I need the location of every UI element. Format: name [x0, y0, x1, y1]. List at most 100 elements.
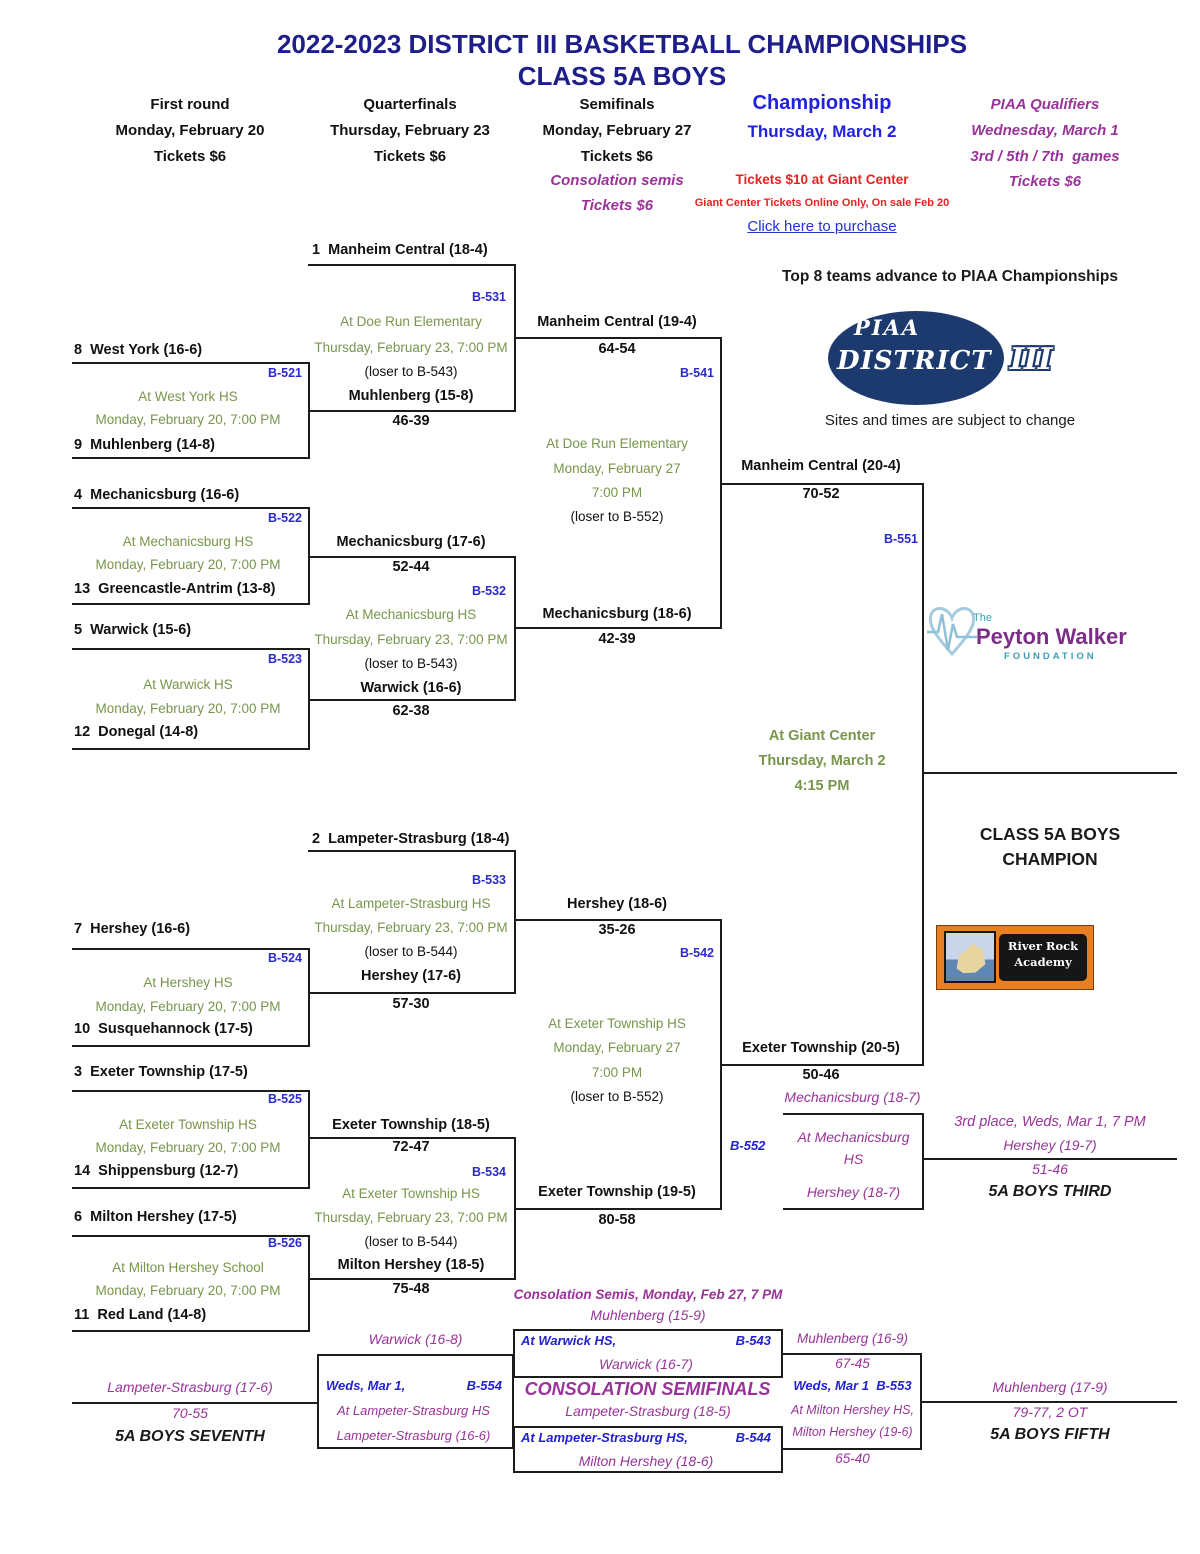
page-title-line2: CLASS 5A BOYS	[517, 61, 727, 91]
b552-team-bottom: Hershey (18-7)	[806, 1184, 901, 1200]
col-consolation-tickets: Tickets $6	[580, 197, 654, 214]
river-rock-line2: Academy	[1014, 954, 1072, 969]
heart-ekg-icon	[927, 607, 977, 657]
col-piaa-name: PIAA Qualifiers	[990, 96, 1100, 113]
b524-datetime: Monday, February 20, 7:00 PM	[95, 999, 281, 1014]
b551-team-bottom: Exeter Township (20-5)	[742, 1040, 900, 1056]
b534-code: B-534	[471, 1165, 506, 1179]
river-rock-wordmark: River Rock Academy	[999, 934, 1087, 981]
bracket-line	[308, 1278, 516, 1280]
b534-score: 75-48	[392, 1281, 430, 1297]
bracket-line	[72, 507, 308, 509]
b522-team-bottom: 13 Greencastle-Antrim (13-8)	[74, 581, 276, 597]
col-semifinals-name: Semifinals	[579, 96, 655, 113]
piaa-logo-text: PIAA	[854, 315, 921, 340]
b533-seed-top: 2 Lampeter-Strasburg (18-4)	[312, 831, 510, 847]
bracket-line	[72, 1090, 308, 1092]
bracket-line	[922, 483, 924, 1066]
b534-top-score: 72-47	[392, 1139, 430, 1155]
bracket-line	[308, 264, 516, 266]
bracket-line	[514, 919, 722, 921]
b552-site-line2: HS	[843, 1151, 864, 1167]
b532-code: B-532	[471, 584, 506, 598]
b524-site: At Hershey HS	[143, 975, 233, 990]
roman-iii-logo-text: III	[1010, 342, 1053, 377]
b551-top-score: 70-52	[802, 486, 840, 502]
b542-code: B-542	[679, 946, 714, 960]
giant-center-tickets-note: Giant Center Tickets Online Only, On sal…	[694, 197, 950, 209]
b524-team-bottom: 10 Susquehannock (17-5)	[74, 1021, 253, 1037]
peyton-the-text: The	[973, 612, 992, 624]
final-site: At Giant Center	[768, 728, 876, 744]
b532-site: At Mechanicsburg HS	[345, 607, 477, 622]
b543-game-box	[513, 1329, 783, 1378]
page-title-line1: 2022-2023 DISTRICT III BASKETBALL CHAMPI…	[276, 29, 968, 59]
b541-date: Monday, February 27	[553, 461, 681, 476]
advance-note: Top 8 teams advance to PIAA Championship…	[782, 268, 1118, 285]
col-semifinals-tickets: Tickets $6	[580, 148, 654, 165]
b542-time: 7:00 PM	[591, 1065, 643, 1080]
b544-site: At Lampeter-Strasburg HS,	[521, 1430, 688, 1445]
river-rock-emblem	[944, 931, 996, 983]
consolation-title: CONSOLATION SEMIFINALS	[524, 1379, 771, 1399]
bracket-line	[72, 603, 308, 605]
b525-code: B-525	[267, 1092, 302, 1106]
col-championship-name: Championship	[752, 92, 892, 114]
bracket-line	[922, 772, 1177, 774]
b542-bottom-score: 80-58	[598, 1212, 636, 1228]
b543-entrant-bottom: Warwick (16-7)	[599, 1356, 693, 1372]
b551-code: B-551	[883, 532, 918, 546]
b522-datetime: Monday, February 20, 7:00 PM	[95, 557, 281, 572]
bracket-line	[783, 1353, 922, 1355]
b541-bottom-score: 42-39	[598, 631, 636, 647]
bracket-line	[783, 1113, 924, 1115]
bracket-line	[308, 1235, 310, 1332]
b542-date: Monday, February 27	[553, 1040, 681, 1055]
b542-loser-note: (loser to B-552)	[570, 1089, 664, 1104]
b534-team-bottom: Milton Hershey (18-5)	[337, 1257, 485, 1273]
bracket-line	[72, 1235, 308, 1237]
b553-bottom-score: 65-40	[835, 1451, 870, 1466]
col-piaa-date: Wednesday, March 1	[971, 122, 1119, 139]
bracket-line	[922, 1113, 924, 1210]
rock-icon	[956, 943, 986, 974]
bracket-line	[72, 948, 308, 950]
piaa-district-iii-logo: PIAA DISTRICT III	[828, 303, 1058, 413]
river-rock-line1: River Rock	[1007, 939, 1079, 953]
b541-code: B-541	[679, 366, 714, 380]
b531-team-bottom: Muhlenberg (15-8)	[348, 388, 474, 404]
b532-team-top: Mechanicsburg (17-6)	[336, 534, 486, 550]
b523-code: B-523	[267, 652, 302, 666]
col-quarterfinals-date: Thursday, February 23	[330, 122, 490, 139]
b543-code: B-543	[735, 1333, 771, 1348]
bracket-line	[514, 1208, 722, 1210]
b524-code: B-524	[267, 951, 302, 965]
bracket-line	[514, 337, 722, 339]
b531-datetime: Thursday, February 23, 7:00 PM	[314, 340, 508, 355]
third-place-winner: Hershey (19-7)	[1003, 1137, 1097, 1153]
third-place-score: 51-46	[1032, 1161, 1068, 1177]
b542-team-top: Hershey (18-6)	[567, 896, 667, 912]
seventh-place-winner: Lampeter-Strasburg (17-6)	[107, 1379, 273, 1395]
peyton-walker-text: Peyton Walker	[976, 624, 1127, 649]
b522-team-top: 4 Mechanicsburg (16-6)	[74, 487, 240, 503]
b533-team-bottom: Hershey (17-6)	[361, 968, 461, 984]
championship-tickets-note: Tickets $10 at Giant Center	[735, 172, 909, 187]
bracket-line	[72, 1402, 317, 1404]
b544-game-box	[513, 1426, 783, 1473]
b541-team-top: Manheim Central (19-4)	[537, 314, 697, 330]
b553-top-score: 67-45	[835, 1356, 870, 1371]
bracket-line	[72, 1330, 308, 1332]
bracket-line	[308, 699, 516, 701]
b525-datetime: Monday, February 20, 7:00 PM	[95, 1140, 281, 1155]
b524-team-top: 7 Hershey (16-6)	[74, 921, 191, 937]
b542-team-bottom: Exeter Township (19-5)	[538, 1184, 696, 1200]
b552-site-line1: At Mechanicsburg	[797, 1129, 910, 1145]
purchase-tickets-link[interactable]: Click here to purchase	[747, 218, 897, 235]
b534-site: At Exeter Township HS	[342, 1186, 480, 1201]
col-quarterfinals-name: Quarterfinals	[363, 96, 457, 113]
b531-seed-top: 1 Manheim Central (18-4)	[312, 242, 488, 258]
b522-code: B-522	[267, 511, 302, 525]
b554-code: B-554	[466, 1378, 502, 1393]
